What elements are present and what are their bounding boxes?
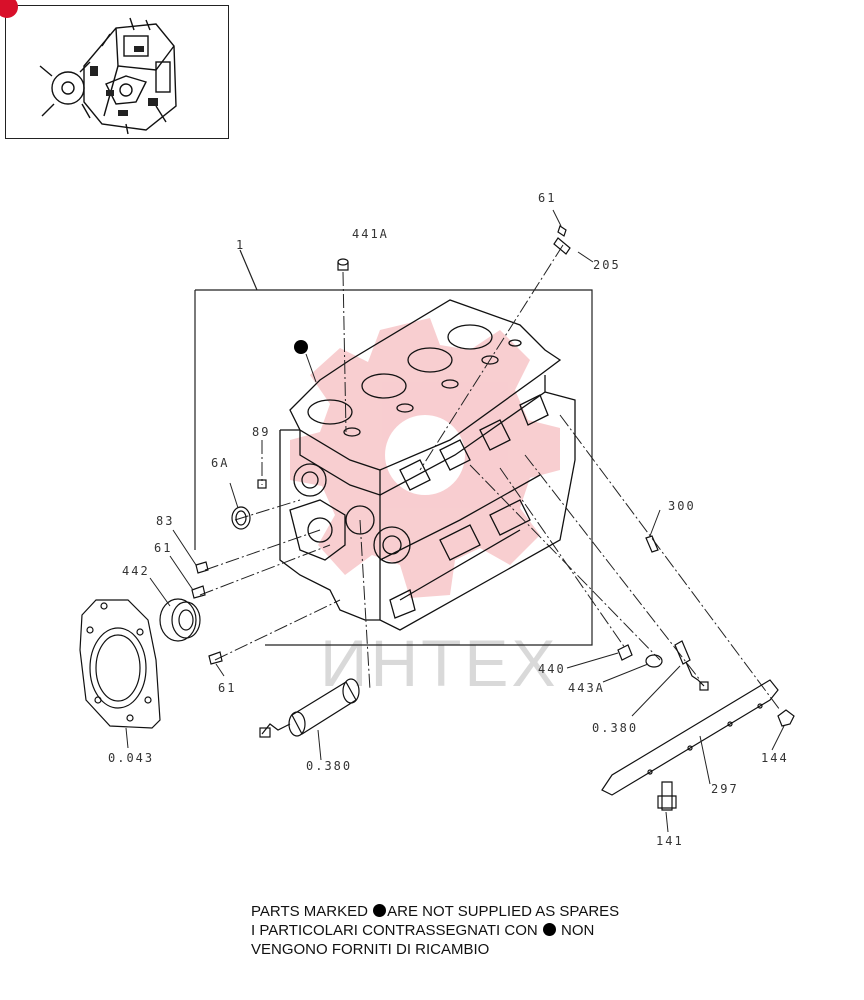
part-61-bot <box>208 651 223 665</box>
callout-1: 1 <box>236 238 245 252</box>
not-supplied-marker <box>294 340 308 354</box>
callout-141: 141 <box>656 834 684 848</box>
callout-61-bot: 61 <box>218 681 236 695</box>
bullet-icon <box>542 923 556 936</box>
engine-thumbnail[interactable] <box>0 0 229 139</box>
callout-61-top: 61 <box>538 191 556 205</box>
callout-297: 297 <box>711 782 739 796</box>
callout-0380-right: 0.380 <box>592 721 638 735</box>
cylinder-block <box>279 299 576 631</box>
watermark-logo <box>290 318 560 598</box>
part-443a <box>645 654 663 668</box>
part-61-mid <box>191 585 206 599</box>
part-300 <box>645 535 659 553</box>
callout-442: 442 <box>122 564 150 578</box>
bullet-icon <box>373 904 387 917</box>
note-line-2-end: NON <box>556 922 595 939</box>
note-line-3: VENGONO FORNITI DI RICAMBIO <box>251 941 490 958</box>
assembly-axis-lines <box>199 244 781 711</box>
note-line-1: PARTS MARKED ARE NOT SUPPLIED AS SPARES <box>251 902 691 921</box>
callout-labels: 1 441A 61 205 89 6A 83 61 442 61 0.043 0… <box>108 191 789 848</box>
part-205 <box>553 237 571 255</box>
spares-note: PARTS MARKED ARE NOT SUPPLIED AS SPARES … <box>251 902 691 959</box>
note-line-2: I PARTICOLARI CONTRASSEGNATI CON NON <box>251 921 691 940</box>
part-0043-rear-plate <box>79 599 161 729</box>
marker-leader <box>305 353 317 383</box>
part-83 <box>195 561 209 574</box>
engine-thumbnail-icon <box>39 17 177 135</box>
label-leaders <box>125 209 785 833</box>
callout-61-mid: 61 <box>154 541 172 555</box>
thumbnail-marker <box>0 0 18 18</box>
callout-440: 440 <box>538 662 566 676</box>
parts <box>79 225 795 811</box>
callout-0043: 0.043 <box>108 751 154 765</box>
note-line-1-start: PARTS MARKED <box>251 903 373 920</box>
part-442-rear-seal <box>159 598 201 642</box>
callout-300: 300 <box>668 499 696 513</box>
callout-83: 83 <box>156 514 174 528</box>
watermark-text: ИНТЕХ <box>320 626 558 700</box>
part-441a <box>337 258 349 271</box>
callout-6a: 6A <box>211 456 229 470</box>
part-0380-filter <box>259 678 360 738</box>
part-6a-seal <box>231 506 251 530</box>
part-440 <box>617 644 633 661</box>
part-141-bolt <box>657 781 677 811</box>
part-61-top <box>557 225 567 237</box>
note-line-1-end: ARE NOT SUPPLIED AS SPARES <box>387 903 620 920</box>
callout-89: 89 <box>252 425 270 439</box>
part-144 <box>777 709 795 727</box>
callout-0380-left: 0.380 <box>306 759 352 773</box>
assembly-outline <box>194 249 593 646</box>
part-0380-sensor <box>674 640 709 691</box>
note-line-2-start: I PARTICOLARI CONTRASSEGNATI CON <box>251 922 542 939</box>
callout-441a: 441A <box>352 227 389 241</box>
callout-443a: 443A <box>568 681 605 695</box>
part-89 <box>257 479 267 489</box>
callout-205: 205 <box>593 258 621 272</box>
callout-144: 144 <box>761 751 789 765</box>
part-297-rail <box>601 679 779 796</box>
